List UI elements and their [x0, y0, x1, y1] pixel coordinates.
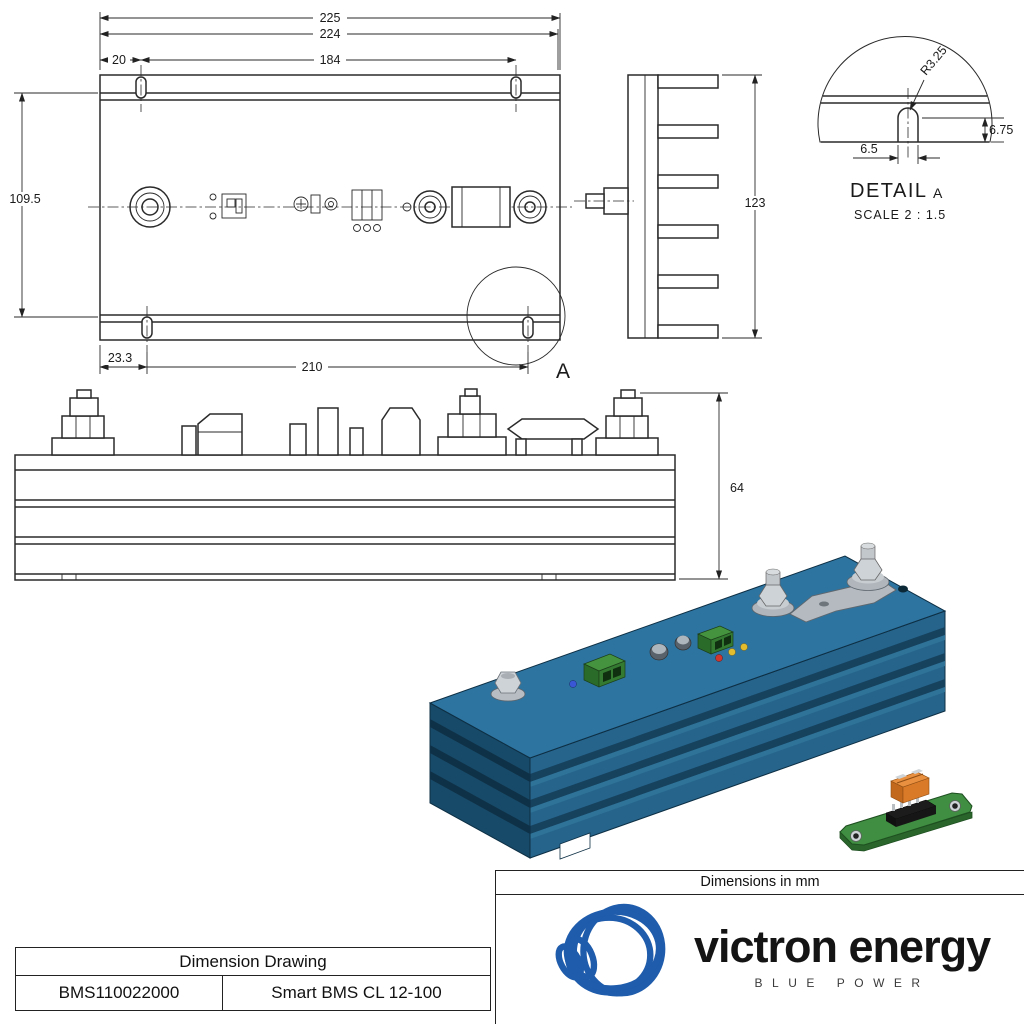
detail-view: R3.25 6.75 6.5 DETAIL A SCALE 2 : 1.5 [817, 35, 1013, 222]
fuse-side [506, 418, 600, 456]
detail-ref: A [933, 185, 943, 201]
dim-slot-span: 184 [320, 53, 341, 67]
green-connector-2 [697, 625, 734, 655]
led-yellow [728, 648, 736, 656]
stud-3d-right [846, 542, 890, 591]
detail-label: DETAIL [850, 180, 928, 202]
top-view-dimensions: 225 224 184 20 109.5 23.3 210 [3, 10, 561, 374]
terminal-block-side [381, 407, 421, 456]
product-name: Smart BMS CL 12-100 [271, 983, 442, 1002]
victron-logo-icon [555, 903, 666, 997]
terminal-stud-mid [413, 190, 447, 224]
detail-scale: SCALE 2 : 1.5 [854, 208, 946, 222]
dim-width-inner: 224 [320, 27, 341, 41]
heatsink-fin [657, 74, 719, 89]
terminal-stack-left [51, 389, 115, 456]
component-side [289, 423, 307, 456]
led-yellow [740, 643, 748, 651]
mount-notch [559, 832, 591, 860]
heatsink-fin [657, 274, 719, 289]
heatsink-fin [657, 224, 719, 239]
heatsink-fin [657, 124, 719, 139]
part-number: BMS110022000 [16, 976, 223, 1010]
terminal-stack-right [595, 389, 659, 456]
footer-block: Dimensions in mm victron energy BLUE POW… [495, 870, 1024, 1024]
terminal-stud-left [129, 186, 171, 228]
capacitors [649, 635, 692, 661]
component-side [349, 427, 364, 456]
pcb-components-top [209, 189, 412, 232]
dim-bottom-span: 210 [302, 360, 323, 374]
brand-text: victron energy BLUE POWER [694, 920, 991, 990]
dim-width-outer: 225 [320, 11, 341, 25]
top-view: A 225 224 184 20 109.5 [3, 10, 572, 383]
dim-left-offset: 20 [112, 53, 126, 67]
units-note: Dimensions in mm [496, 871, 1024, 895]
stud-3d-left [490, 671, 526, 702]
drawing-title: Dimension Drawing [16, 948, 490, 976]
dim-depth-span: 109.5 [9, 192, 40, 206]
busbar [789, 580, 897, 623]
dim-bottom-offset: 23.3 [108, 351, 132, 365]
dim-depth: 123 [745, 196, 766, 210]
relay-side [181, 413, 243, 456]
dim-height: 64 [730, 481, 744, 495]
heatsink-fin [657, 324, 719, 339]
terminal-stud-right [513, 190, 547, 224]
fuse-orange [890, 769, 930, 804]
fuse-pcb [839, 769, 973, 852]
brand-name: victron energy [694, 920, 991, 972]
dim-slot-width: 6.5 [860, 142, 877, 156]
end-view: 123 [574, 74, 774, 339]
iso-render [428, 542, 973, 860]
front-view-body [14, 454, 676, 581]
top-hole [898, 585, 908, 593]
pin-header [885, 796, 937, 827]
fuse-top [451, 186, 511, 228]
brand-tagline: BLUE POWER [754, 975, 930, 990]
brand: victron energy BLUE POWER [496, 895, 1024, 1009]
terminal-stack-mid [437, 388, 507, 456]
stud-3d-mid [751, 568, 795, 617]
detail-a-callout: A [556, 360, 570, 383]
led-red [715, 654, 723, 662]
front-view: 64 [14, 388, 744, 581]
led-blue [569, 680, 577, 688]
heatsink-fin [657, 174, 719, 189]
dim-slot-depth: 6.75 [989, 123, 1013, 137]
title-block: Dimension Drawing BMS110022000 Smart BMS… [15, 947, 491, 1011]
component-side [317, 407, 339, 456]
green-connector-1 [583, 653, 626, 688]
